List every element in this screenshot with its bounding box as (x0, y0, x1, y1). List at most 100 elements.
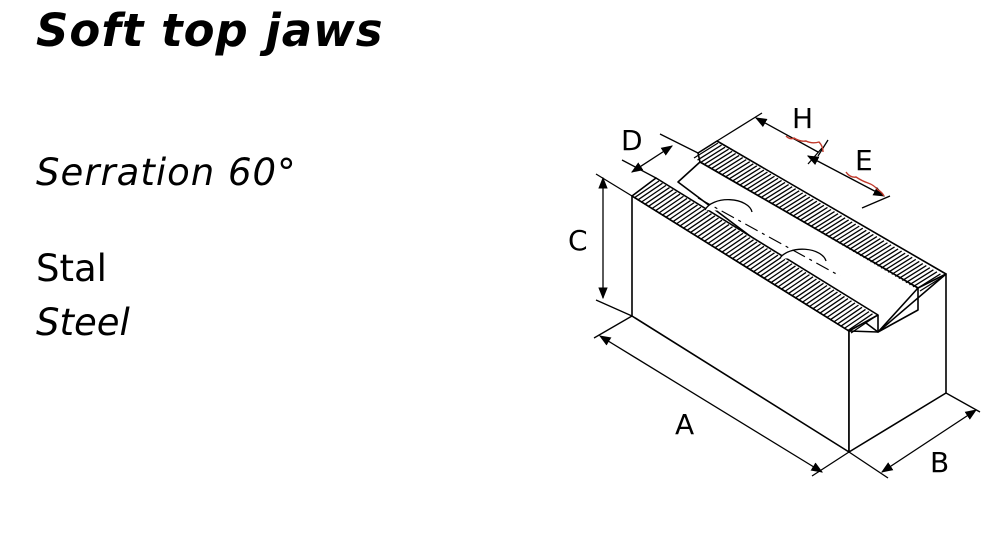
serration-line (831, 223, 857, 240)
serration-line (717, 232, 744, 251)
serration-line (767, 186, 793, 203)
serration-line (704, 148, 729, 165)
serration-line (771, 188, 797, 205)
serration-line (841, 229, 867, 246)
serration-line (721, 159, 747, 176)
label-a: A (675, 408, 694, 441)
serration-line (654, 193, 681, 212)
serration-line (724, 237, 751, 256)
dimension-b (848, 392, 981, 479)
jaw-body (631, 140, 947, 453)
serration-line (780, 271, 807, 290)
serration-line (732, 165, 758, 182)
serration-line (679, 208, 705, 227)
serration-line (819, 295, 845, 314)
serration-line (707, 226, 733, 245)
serration-line (710, 228, 737, 247)
serration-line (689, 215, 716, 234)
serration-line (781, 194, 807, 211)
serration-line (788, 198, 814, 215)
serration-line (803, 206, 828, 223)
serration-line (633, 180, 660, 199)
dimension-a (593, 315, 850, 477)
serration-line (859, 240, 885, 257)
serration-line (749, 252, 775, 271)
serration-line (801, 284, 828, 304)
serration-line (824, 219, 850, 236)
serration-line (919, 275, 945, 292)
serration-line (728, 163, 754, 180)
serration-line (703, 224, 730, 243)
serration-line (753, 177, 779, 194)
serration-line (718, 156, 744, 174)
label-b: B (930, 446, 949, 479)
serration-line (880, 252, 906, 269)
serration-line (877, 250, 902, 267)
serration-line (813, 213, 839, 230)
serration-line (799, 204, 825, 221)
serration-line (752, 254, 779, 273)
serration-line (812, 291, 838, 310)
serration-line (697, 144, 722, 161)
serration-line (792, 200, 818, 217)
serration-line (784, 274, 810, 293)
serration-line (901, 265, 927, 282)
serration-line (647, 189, 674, 208)
serration-line (856, 238, 881, 255)
dimension-c (595, 173, 633, 317)
serration-line (898, 262, 924, 280)
serration-line (873, 248, 899, 265)
serration-line (836, 306, 863, 325)
serration-line (794, 280, 821, 299)
serration-line (810, 211, 835, 228)
serration-line (707, 150, 733, 167)
serration-line (852, 235, 878, 253)
serration-line (700, 221, 726, 240)
serration-line (887, 256, 913, 273)
serration-line (760, 181, 786, 199)
serration-line (764, 184, 789, 201)
serration-line (884, 254, 910, 271)
serration-line (770, 265, 796, 284)
serration-line (820, 217, 846, 234)
center-line (697, 197, 841, 277)
serration-line (838, 227, 864, 244)
serration-line (668, 202, 695, 221)
serration-line (640, 184, 667, 203)
serration-line (808, 289, 835, 308)
serration-line (696, 219, 723, 238)
serration-line (845, 231, 871, 248)
serration-line (759, 258, 786, 277)
material-english: Steel (36, 301, 130, 344)
serration-line (850, 315, 877, 334)
serration-line (739, 169, 765, 186)
serration-line (798, 282, 824, 301)
serration-line (905, 267, 931, 284)
serration-line (778, 192, 804, 209)
serration-line (805, 287, 831, 306)
serration-line (791, 278, 817, 297)
serration-line (863, 242, 888, 259)
serration-line (651, 191, 677, 210)
serration-line (675, 206, 702, 225)
serration-line (743, 171, 768, 188)
label-c: C (568, 224, 588, 257)
serration-line (763, 261, 789, 280)
serration-line (714, 230, 740, 249)
serration-line (672, 204, 698, 223)
serration-line (644, 186, 670, 206)
serration-line (840, 308, 866, 328)
label-d: D (621, 124, 643, 157)
serration-line (746, 173, 772, 190)
serration-line (714, 154, 740, 172)
serration-line (736, 167, 761, 184)
serration-line (693, 217, 719, 236)
serration-line (682, 210, 709, 230)
serration-line (745, 250, 772, 269)
serration-line (909, 269, 934, 286)
serration-line (700, 146, 726, 163)
page-title: Soft top jaws (36, 4, 384, 57)
serration-line (847, 313, 873, 332)
serration-line (735, 243, 761, 262)
